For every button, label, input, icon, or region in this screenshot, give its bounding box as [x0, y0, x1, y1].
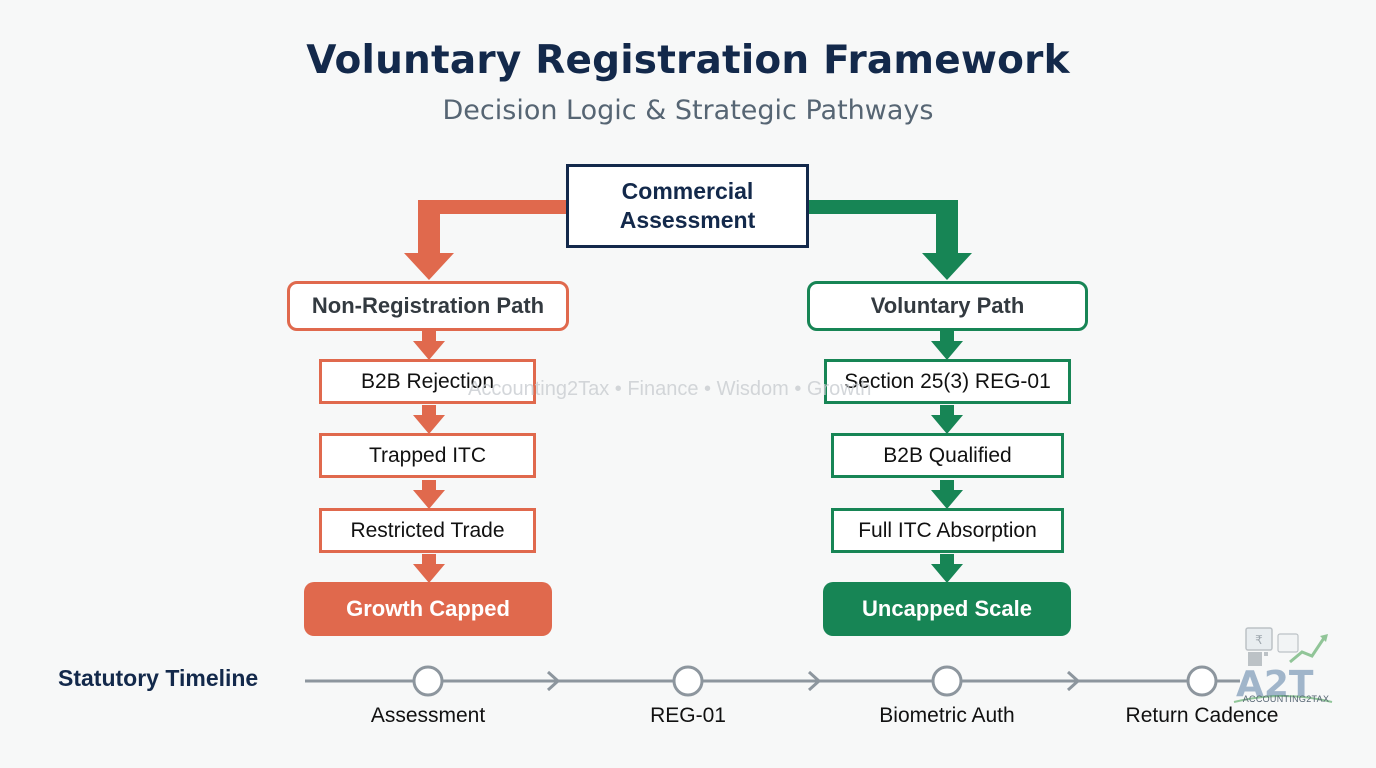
- logo-brand-text: ACCOUNTING2TAX: [1242, 694, 1330, 704]
- right-branch-connector: [809, 200, 972, 280]
- left-step-restricted-trade: Restricted Trade: [319, 508, 536, 553]
- timeline-track: [305, 670, 1240, 692]
- timeline-label-return-cadence: Return Cadence: [1125, 704, 1279, 727]
- page-title: Voluntary Registration Framework: [306, 38, 1070, 83]
- svg-text:₹: ₹: [1255, 633, 1263, 647]
- growth-capped-outcome: Growth Capped: [304, 582, 552, 636]
- right-chain-arrows: [931, 331, 963, 583]
- timeline-node-reg-01: [672, 665, 704, 697]
- a2t-logo: ₹ A2T: [1233, 627, 1333, 705]
- left-branch-connector: [404, 200, 566, 280]
- timeline-label-biometric-auth: Biometric Auth: [879, 704, 1015, 727]
- right-step-full-itc-absorption: Full ITC Absorption: [831, 508, 1064, 553]
- right-step-section-25-3-reg-01: Section 25(3) REG-01: [824, 359, 1071, 404]
- timeline-label-reg-01: REG-01: [650, 704, 726, 727]
- calculator-chart-icon: ₹: [1245, 627, 1328, 666]
- timeline-node-assessment: [412, 665, 444, 697]
- timeline-label-assessment: Assessment: [370, 704, 486, 727]
- commercial-assessment-node: Commercial Assessment: [566, 164, 809, 248]
- timeline-node-biometric-auth: [931, 665, 963, 697]
- uncapped-scale-outcome: Uncapped Scale: [823, 582, 1071, 636]
- left-step-b2b-rejection: B2B Rejection: [319, 359, 536, 404]
- page-subtitle: Decision Logic & Strategic Pathways: [442, 95, 934, 126]
- timeline-title: Statutory Timeline: [58, 665, 259, 691]
- non-registration-path-node: Non-Registration Path: [287, 281, 569, 331]
- left-chain-arrows: [413, 331, 445, 583]
- watermark-text: Accounting2Tax • Finance • Wisdom • Grow…: [468, 378, 872, 400]
- timeline-node-return-cadence: [1186, 665, 1218, 697]
- left-step-trapped-itc: Trapped ITC: [319, 433, 536, 478]
- voluntary-path-node: Voluntary Path: [807, 281, 1088, 331]
- right-step-b2b-qualified: B2B Qualified: [831, 433, 1064, 478]
